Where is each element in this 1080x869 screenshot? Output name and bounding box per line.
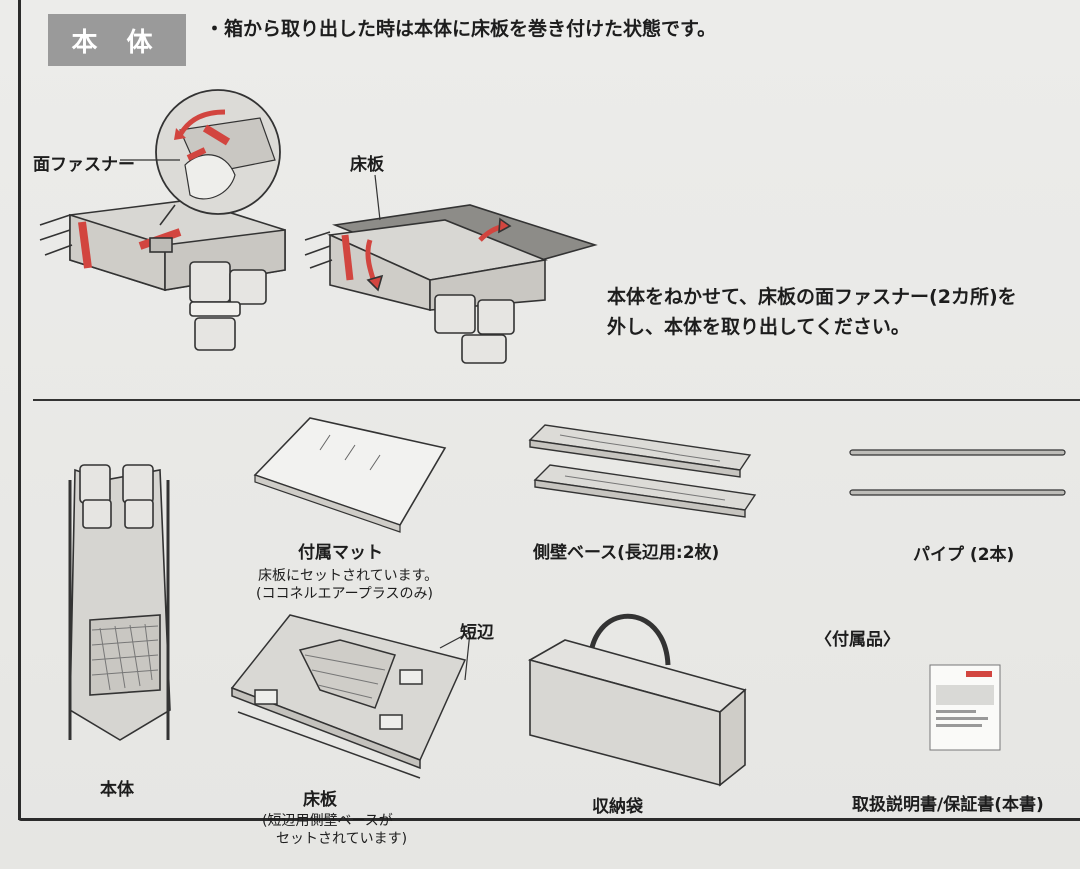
floor-callout: 床板 bbox=[350, 155, 384, 175]
pipe-illustration bbox=[849, 449, 1066, 496]
mat-note-line-1: 床板にセットされています。 bbox=[258, 568, 439, 584]
mat-illustration bbox=[253, 417, 447, 533]
folded-body-illustration bbox=[39, 199, 286, 351]
mat-title: 付属マット bbox=[298, 543, 383, 563]
side-base-label: 側壁ベース(長辺用:2枚) bbox=[533, 543, 720, 563]
floor-board-label: 床板 bbox=[303, 790, 337, 810]
section-tag: 本 体 bbox=[48, 14, 186, 66]
manual-label: 取扱説明書/保証書(本書) bbox=[852, 795, 1044, 815]
page-frame-left bbox=[18, 0, 21, 820]
body-label: 本体 bbox=[100, 780, 134, 800]
bag-label: 収納袋 bbox=[592, 797, 643, 817]
floor-board-note-line-2: セットされています) bbox=[276, 831, 408, 847]
short-side-leader-line bbox=[439, 631, 471, 649]
side-base-illustration bbox=[528, 424, 757, 518]
header-note: ・箱から取り出した時は本体に床板を巻き付けた状態です。 bbox=[205, 18, 717, 40]
floor-leader-line bbox=[374, 174, 381, 221]
section-divider bbox=[33, 399, 1080, 401]
fastener-callout: 面ファスナー bbox=[33, 155, 135, 175]
page-frame-bottom bbox=[18, 818, 1080, 821]
storage-bag-illustration bbox=[527, 613, 747, 787]
zoom-detail-circle bbox=[155, 89, 281, 226]
pipe-label: パイプ (2本) bbox=[913, 545, 1015, 565]
mat-note-line-2: (ココネルエアープラスのみ) bbox=[256, 586, 433, 602]
short-side-leader-line-2 bbox=[464, 631, 471, 681]
short-side-label: 短辺 bbox=[460, 623, 494, 643]
floor-board-illustration bbox=[230, 614, 467, 779]
instruction-line-2: 外し、本体を取り出してください。 bbox=[607, 316, 910, 338]
instruction-text: 本体をねかせて、床板の面ファスナー(2カ所)を 外し、本体を取り出してください。 bbox=[607, 282, 1017, 342]
standing-body-illustration bbox=[68, 464, 171, 741]
unrolling-floor-illustration bbox=[304, 204, 598, 364]
manual-illustration bbox=[929, 664, 1001, 751]
accessories-heading: 〈付属品〉 bbox=[815, 630, 900, 650]
instruction-line-1: 本体をねかせて、床板の面ファスナー(2カ所)を bbox=[607, 286, 1017, 308]
floor-board-note-line-1: (短辺用側壁ベースが bbox=[262, 813, 393, 829]
